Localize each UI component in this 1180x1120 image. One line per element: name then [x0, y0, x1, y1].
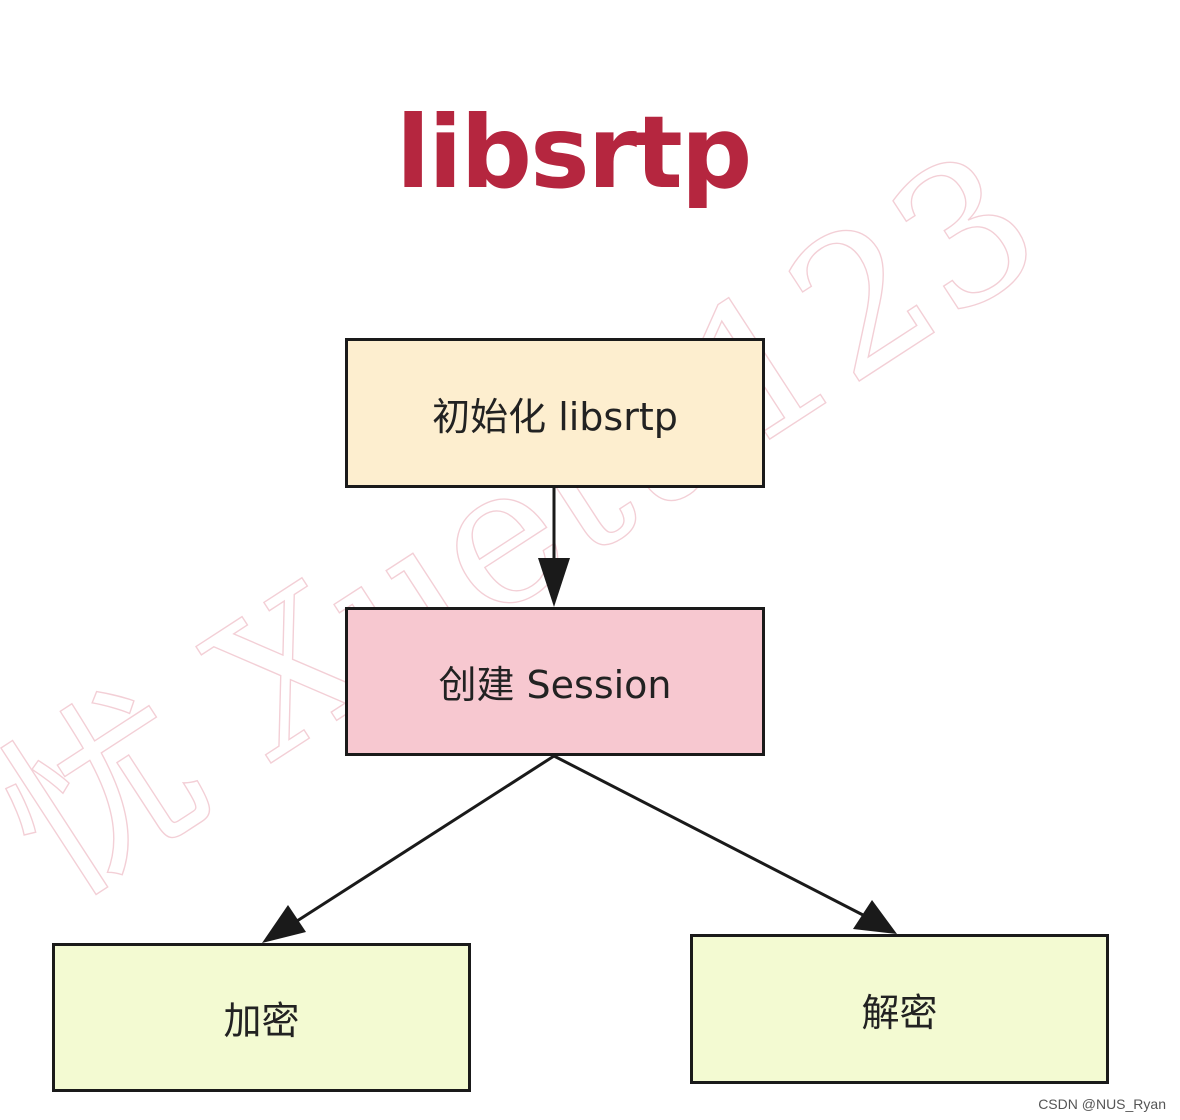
- node-label: 初始化 libsrtp: [432, 394, 678, 439]
- node-label: 解密: [861, 990, 938, 1035]
- edge-session-to-encrypt: [262, 754, 555, 943]
- node-decrypt: 解密: [690, 934, 1109, 1084]
- node-encrypt: 加密: [52, 943, 471, 1092]
- page-title: libsrtp: [396, 94, 752, 211]
- node-create-session: 创建 Session: [345, 607, 765, 756]
- node-label: 创建 Session: [438, 663, 672, 707]
- edge-session-to-decrypt: [553, 754, 897, 934]
- edge-init-to-session: [538, 488, 570, 607]
- arrowhead-icon: [853, 900, 897, 934]
- arrowhead-icon: [538, 558, 570, 607]
- credit-text: CSDN @NUS_Ryan: [1038, 1096, 1166, 1112]
- node-init-libsrtp: 初始化 libsrtp: [345, 338, 765, 488]
- arrowhead-icon: [262, 905, 306, 943]
- node-label: 加密: [223, 999, 300, 1043]
